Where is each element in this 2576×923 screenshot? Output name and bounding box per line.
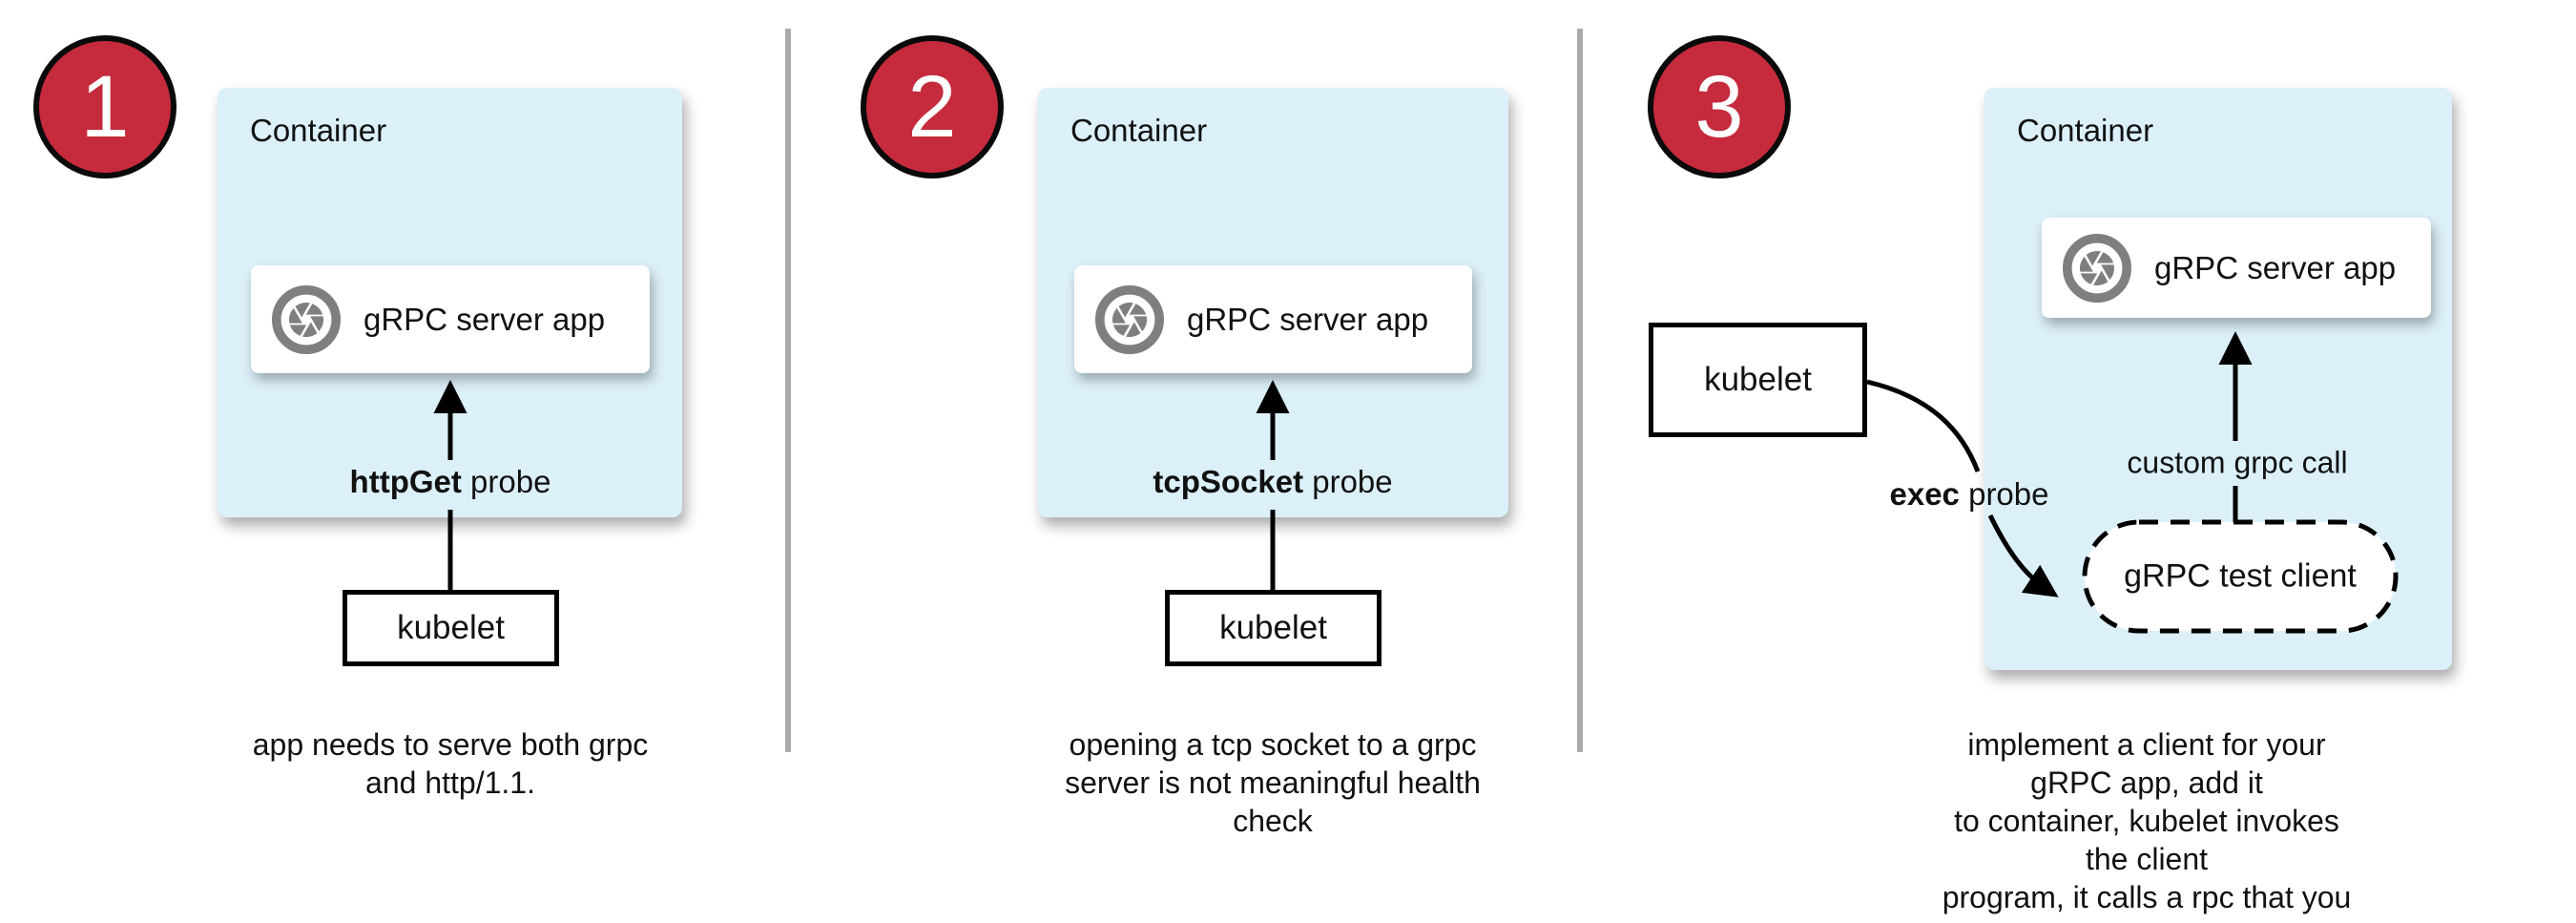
step-badge-1: 1 bbox=[33, 35, 177, 178]
exec-probe-arrow-upper bbox=[1866, 379, 1981, 472]
kubelet-label: kubelet bbox=[1219, 609, 1327, 646]
grpc-server-app-label: gRPC server app bbox=[2154, 249, 2397, 285]
step-number: 2 bbox=[907, 58, 957, 156]
step-number: 1 bbox=[80, 58, 130, 156]
step-number: 3 bbox=[1694, 58, 1744, 156]
kubelet-label: kubelet bbox=[397, 609, 505, 646]
container-label: Container bbox=[250, 113, 387, 148]
caption-3: implement a client for your gRPC app, ad… bbox=[1942, 727, 2352, 923]
kubelet-box-3: kubelet bbox=[1649, 323, 1867, 437]
grpc-server-app-label: gRPC server app bbox=[1187, 301, 1429, 337]
panel-divider-1 bbox=[785, 29, 791, 752]
container-label: Container bbox=[2017, 113, 2154, 148]
aperture-icon bbox=[1095, 284, 1164, 354]
panel-divider-2 bbox=[1577, 29, 1583, 752]
caption-1: app needs to serve both grpc and http/1.… bbox=[252, 727, 649, 800]
probe-label-2: tcpSocket probe bbox=[1153, 464, 1392, 500]
probe-type: exec bbox=[1889, 476, 1960, 512]
grpc-test-client-label: gRPC test client bbox=[2124, 557, 2357, 595]
probe-type: httpGet bbox=[349, 464, 462, 499]
probe-label-1: httpGet probe bbox=[350, 464, 551, 500]
probe-word: probe bbox=[1959, 476, 2049, 512]
step-badge-3: 3 bbox=[1648, 35, 1791, 178]
step-badge-2: 2 bbox=[861, 35, 1004, 178]
probe-type: tcpSocket bbox=[1153, 464, 1304, 499]
grpc-server-app-box-1: gRPC server app bbox=[251, 265, 650, 373]
kubelet-box-2: kubelet bbox=[1165, 590, 1381, 666]
grpc-server-app-box-2: gRPC server app bbox=[1074, 265, 1472, 373]
grpc-server-app-label: gRPC server app bbox=[364, 301, 606, 337]
kubelet-label: kubelet bbox=[1704, 361, 1812, 398]
container-label: Container bbox=[1070, 113, 1208, 148]
kubelet-box-1: kubelet bbox=[343, 590, 559, 666]
grpc-server-app-box-3: gRPC server app bbox=[2042, 218, 2431, 318]
probe-word: probe bbox=[461, 464, 551, 499]
caption-2: opening a tcp socket to a grpc server is… bbox=[1065, 727, 1481, 838]
custom-grpc-call-label: custom grpc call bbox=[2127, 445, 2348, 480]
probe-label-3: exec probe bbox=[1890, 476, 2049, 513]
probe-word: probe bbox=[1303, 464, 1393, 499]
aperture-icon bbox=[2063, 233, 2131, 303]
aperture-icon bbox=[272, 284, 341, 354]
